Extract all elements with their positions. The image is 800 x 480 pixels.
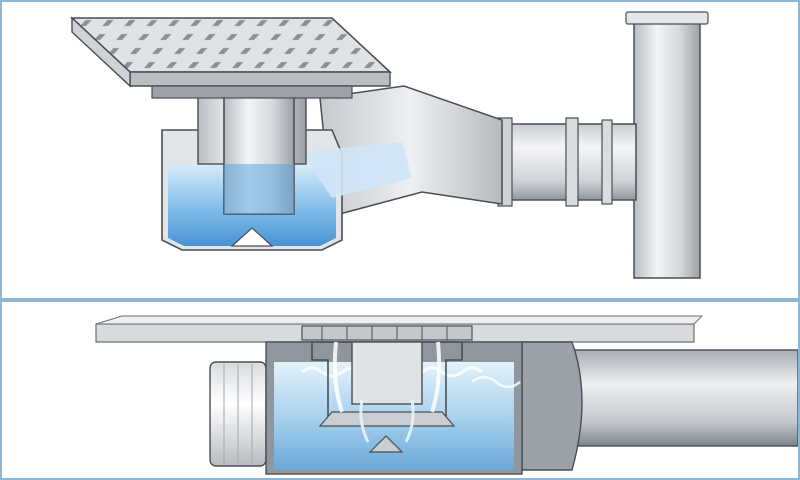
vertical-riser-pipe (625, 11, 709, 279)
outlet-pipe (497, 117, 637, 207)
compression-nut (209, 361, 267, 467)
outlet-pipe-right (521, 341, 798, 471)
panel-side-section (2, 302, 798, 480)
grate (69, 16, 393, 99)
flowing-water (332, 341, 442, 443)
section-illustration (95, 315, 798, 475)
grate (301, 325, 473, 341)
cutaway-illustration (69, 11, 709, 279)
panel-divider (2, 298, 798, 302)
bell (311, 341, 463, 453)
panel-perspective-cutaway (2, 2, 798, 298)
